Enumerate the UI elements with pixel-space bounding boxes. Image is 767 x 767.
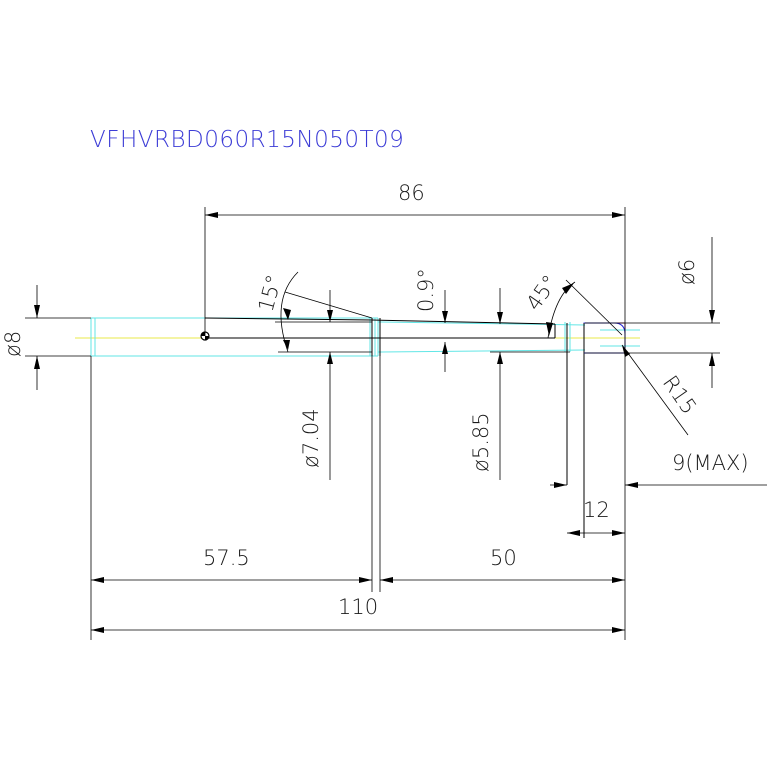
dimension-labels: 86 15° 0.9° 45° ø6 ø8 ø7.04 ø5.85 R15 9(… [1,181,749,619]
dim-angle-45: 45° [521,271,562,315]
dim-110: 110 [338,595,378,619]
dim-50: 50 [490,546,517,570]
dim-dia-8: ø8 [1,331,25,357]
dim-12: 12 [583,498,610,522]
dim-dia-5-85: ø5.85 [469,412,493,472]
dimension-lines [25,207,767,640]
dim-86: 86 [398,181,425,205]
dim-max-9: 9(MAX) [672,451,749,475]
dim-angle-0-9: 0.9° [414,268,438,312]
drawing-title: VFHVRBD060R15N050T09 [90,127,404,153]
dim-dia-7-04: ø7.04 [299,408,323,468]
dim-dia-6: ø6 [675,259,699,285]
dim-57-5: 57.5 [203,546,250,570]
tool-outline [75,317,640,538]
taper-top [371,319,556,325]
dim-radius-15: R15 [658,371,701,419]
shank-top [204,317,373,321]
